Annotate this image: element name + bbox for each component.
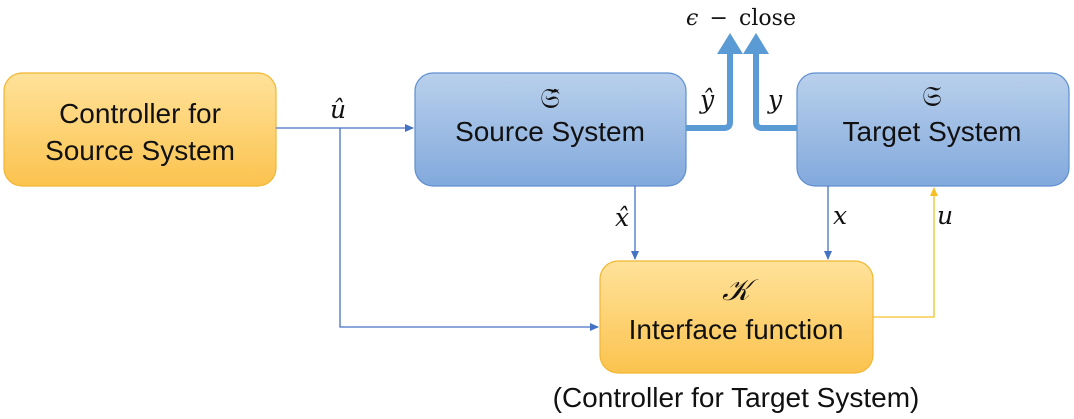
interface-function-block: 𝒦 Interface function <box>599 260 874 374</box>
epsilon-symbol: ϵ <box>686 6 698 31</box>
x-label: x <box>833 201 847 230</box>
close-word: close <box>739 6 796 31</box>
controller-for-source-line1: Controller for <box>59 98 221 129</box>
connections <box>276 33 938 331</box>
source-system-symbol: 𝔖̂ <box>540 82 560 115</box>
signal-labels: û ŷ y x̂ x u <box>330 85 953 232</box>
interface-caption: (Controller for Target System) <box>553 382 920 413</box>
u-arrow <box>873 187 938 318</box>
interface-label: Interface function <box>629 314 844 345</box>
source-system-block: 𝔖̂ Source System <box>414 72 687 187</box>
y-hat-label: ŷ <box>699 85 715 114</box>
target-system-symbol: 𝔖 <box>922 80 942 113</box>
y-hat-thick-arrow <box>686 52 733 131</box>
y-arrowhead <box>743 33 769 54</box>
y-hat-arrowhead <box>717 33 743 54</box>
source-system-label: Source System <box>455 116 645 147</box>
u-label: u <box>937 201 953 230</box>
u-hat-to-interface-arrow <box>339 128 599 331</box>
controller-for-source-line2: Source System <box>45 135 235 166</box>
controller-for-source-block: Controller for Source System <box>3 72 277 187</box>
epsilon-close-label: ϵ − close <box>686 5 796 31</box>
u-hat-label: û <box>330 95 346 124</box>
minus-symbol: − <box>709 6 727 31</box>
y-label: y <box>767 85 783 114</box>
target-system-label: Target System <box>843 116 1022 147</box>
target-system-block: 𝔖 Target System <box>796 72 1070 187</box>
controller-for-source-box <box>3 72 277 187</box>
x-hat-label: x̂ <box>615 203 629 232</box>
y-thick-arrow <box>753 52 797 131</box>
